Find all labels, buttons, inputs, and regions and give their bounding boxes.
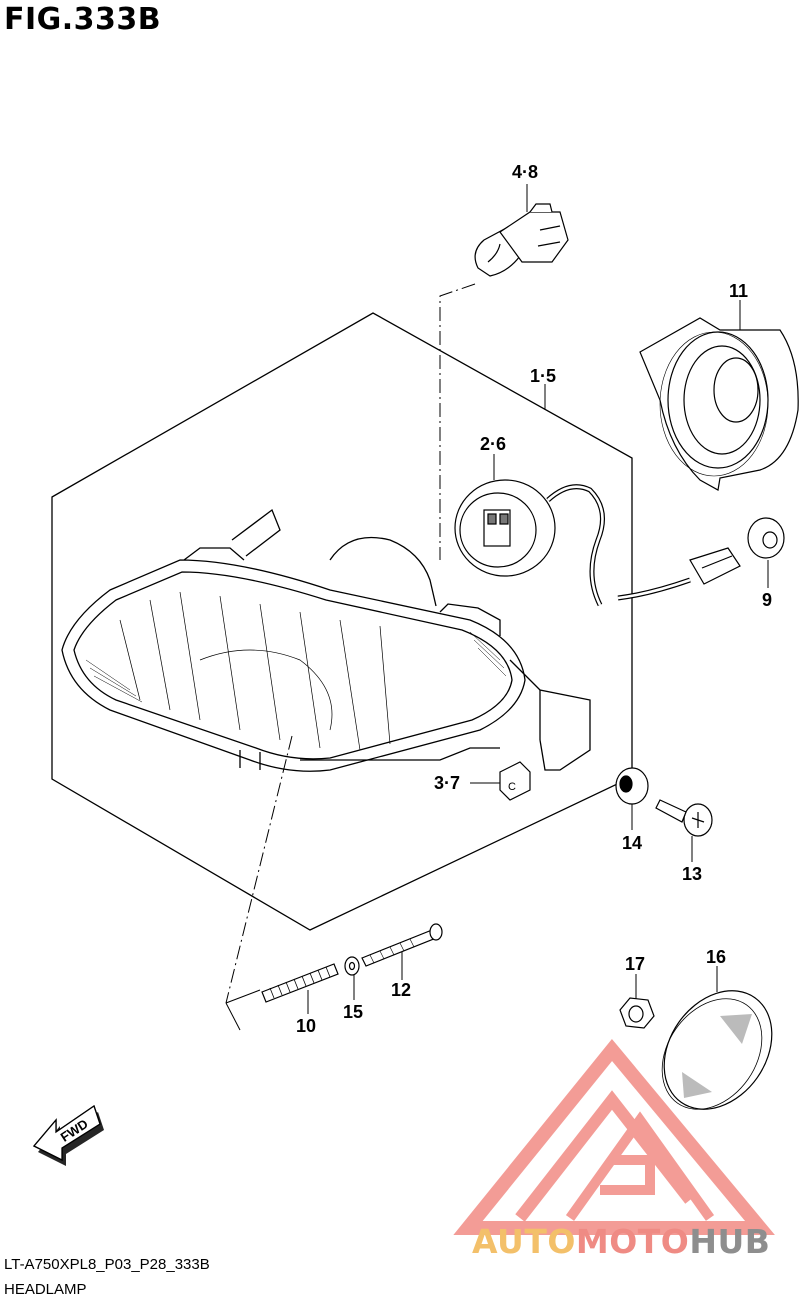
screw-drawing (655, 799, 713, 837)
callout-cover: 11 (729, 281, 749, 301)
spring-drawing (261, 963, 339, 1003)
callout-spring: 10 (296, 1016, 317, 1036)
watermark-brand: AUTOMOTOHUB (472, 1222, 770, 1261)
callout-reflector: 16 (706, 947, 727, 967)
callout-screw: 13 (682, 864, 703, 884)
reflector-drawing (661, 990, 773, 1110)
callout-grommet: 9 (762, 590, 773, 610)
grommet-drawing (747, 517, 785, 559)
washer-drawing (344, 956, 360, 976)
leader-lines (225, 184, 769, 1031)
callout-bulb: 4·8 (512, 162, 539, 182)
clip-drawing: C (499, 761, 531, 801)
brand-part-auto: AUTO (472, 1222, 576, 1261)
cushion-drawing (615, 767, 649, 805)
figure-title: FIG.333B (4, 2, 162, 37)
callout-headlamp-assy: 1·5 (530, 366, 557, 386)
callout-washer: 15 (343, 1002, 364, 1022)
callout-adjust-screw: 12 (391, 980, 412, 1000)
svg-text:C: C (508, 781, 516, 793)
brand-part-hub: HUB (689, 1222, 771, 1261)
callout-socket: 2·6 (480, 434, 507, 454)
callout-cushion: 14 (622, 833, 643, 853)
socket-drawing (454, 479, 741, 607)
watermark-logo (453, 1038, 775, 1235)
adjust-screw-drawing (361, 923, 443, 967)
model-code: LT-A750XPL8_P03_P28_333B (4, 1256, 210, 1273)
brand-part-moto: MOTO (575, 1222, 690, 1261)
callout-clip: 3·7 (434, 773, 461, 793)
section-name: HEADLAMP (4, 1281, 87, 1298)
callout-nut: 17 (625, 954, 646, 974)
nut-drawing (619, 997, 655, 1029)
cover-drawing (639, 317, 799, 491)
fwd-arrow: FWD (32, 1104, 104, 1166)
bulb-drawing (474, 203, 569, 277)
headlamp-housing-drawing (61, 508, 591, 772)
